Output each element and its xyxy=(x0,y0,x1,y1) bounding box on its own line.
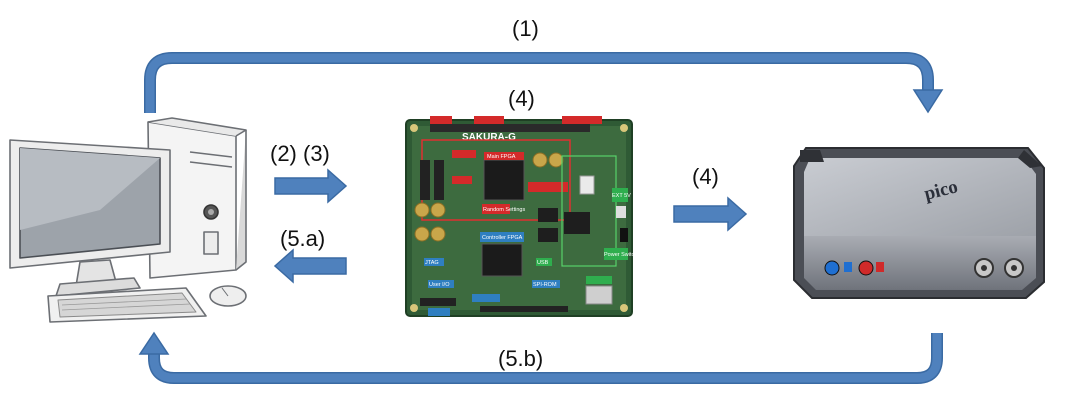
step-label-5b: (5.b) xyxy=(498,346,544,371)
spi-rom-label: SPI-ROM xyxy=(533,282,557,288)
usb-label: USB xyxy=(537,260,549,266)
computer-icon xyxy=(9,117,247,323)
flow-arrow-4 xyxy=(673,196,748,232)
flow-arrow-5b xyxy=(138,331,943,384)
fpga-board-image: SAKURA-G Main FPGA Random Settings Contr… xyxy=(405,116,637,317)
main-fpga-label: Main FPGA xyxy=(487,154,516,160)
step-label-4-scope: (4) xyxy=(692,164,719,189)
scope-connectors xyxy=(824,258,1024,278)
board-brand-label: SAKURA-G xyxy=(462,132,516,143)
step-label-5a: (5.a) xyxy=(280,226,326,251)
random-settings-label: Random Settings xyxy=(483,207,525,213)
step-label-1: (1) xyxy=(512,16,539,41)
step-label-2-3: (2) (3) xyxy=(270,141,330,166)
user-io-label: User I/O xyxy=(429,282,450,288)
controller-fpga-label: Controller FPGA xyxy=(482,235,523,241)
jtag-label: JTAG xyxy=(425,260,439,266)
flow-arrow-1 xyxy=(144,52,944,114)
ext-5v-label: EXT 5V xyxy=(612,193,631,199)
oscilloscope-image: pico xyxy=(793,147,1045,299)
flow-arrow-2-3 xyxy=(274,168,348,204)
flow-arrow-5a xyxy=(273,248,347,284)
power-switch-label: Power Switch xyxy=(604,252,637,258)
step-label-4-board: (4) xyxy=(508,86,535,111)
